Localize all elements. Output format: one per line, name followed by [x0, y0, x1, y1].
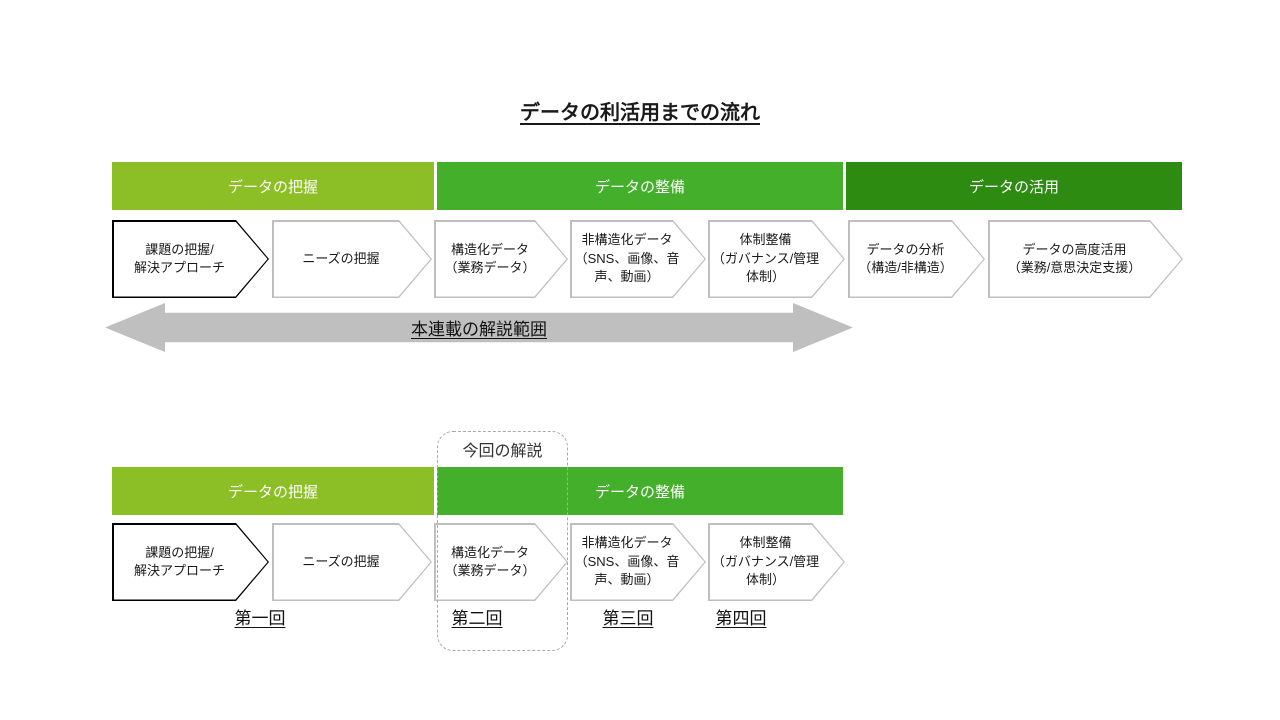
episode-label-4: 第四回 — [715, 609, 767, 628]
chevron-fill — [114, 222, 268, 297]
phase-label: データの整備 — [594, 178, 685, 196]
phase-label: データの整備 — [594, 483, 685, 501]
step-label: 課題の把握/ 解決アプローチ — [133, 241, 225, 275]
top-phase-bar-utilization: データの活用 — [846, 162, 1182, 210]
bottom-phase-bar-grasp: データの把握 — [112, 467, 434, 515]
step-label: ニーズの把握 — [302, 553, 380, 569]
chevron-fill — [274, 222, 431, 297]
top-phase-bar-grasp: データの把握 — [112, 162, 434, 210]
step-label: 体制整備 （ガバナンス/管理 体制） — [711, 232, 820, 285]
step-label: 非構造化データ （SNS、画像、音 声、動画） — [574, 535, 680, 588]
top-step-problem-approach: 課題の把握/ 解決アプローチ — [112, 220, 269, 298]
series-scope-label: 本連載の解説範囲 — [411, 320, 547, 339]
bottom-step-problem-approach: 課題の把握/ 解決アプローチ — [112, 523, 269, 601]
bottom-step-unstructured-data: 非構造化データ （SNS、画像、音 声、動画） — [570, 523, 706, 601]
top-phase-bar-maintenance: データの整備 — [437, 162, 843, 210]
bottom-phase-bar-maintenance: データの整備 — [437, 467, 843, 515]
step-label: 体制整備 （ガバナンス/管理 体制） — [711, 535, 820, 588]
top-step-needs: ニーズの把握 — [272, 220, 432, 298]
chevron-fill — [850, 222, 984, 297]
chevron-fill — [436, 525, 567, 600]
step-label: 構造化データ （業務データ） — [444, 241, 536, 275]
top-step-governance: 体制整備 （ガバナンス/管理 体制） — [708, 220, 845, 298]
phase-label: データの把握 — [227, 483, 318, 501]
chevron-fill — [710, 525, 844, 600]
step-label: データの高度活用 （業務/意思決定支援） — [1007, 241, 1142, 275]
episode-label-3: 第三回 — [602, 609, 654, 628]
page-title: データの利活用までの流れ — [520, 102, 760, 124]
top-step-analysis: データの分析 （構造/非構造） — [848, 220, 985, 298]
phase-label: データの把握 — [227, 178, 318, 196]
chevron-fill — [572, 525, 705, 600]
step-label: 課題の把握/ 解決アプローチ — [133, 544, 225, 578]
chevron-fill — [572, 222, 705, 297]
chevron-fill — [436, 222, 567, 297]
bottom-step-needs: ニーズの把握 — [272, 523, 432, 601]
bottom-step-governance: 体制整備 （ガバナンス/管理 体制） — [708, 523, 845, 601]
step-label: 非構造化データ （SNS、画像、音 声、動画） — [574, 232, 680, 285]
episode-label-1: 第一回 — [234, 609, 286, 628]
chevron-fill — [710, 222, 844, 297]
current-topic-label: 今回の解説 — [462, 443, 543, 460]
episode-label-2: 第二回 — [451, 609, 503, 628]
bottom-step-structured-data: 構造化データ （業務データ） — [434, 523, 568, 601]
chevron-fill — [114, 525, 268, 600]
chevron-fill — [274, 525, 431, 600]
top-step-structured-data: 構造化データ （業務データ） — [434, 220, 568, 298]
chevron-fill — [990, 222, 1182, 297]
step-label: 構造化データ （業務データ） — [444, 544, 536, 578]
top-step-advanced-use: データの高度活用 （業務/意思決定支援） — [988, 220, 1183, 298]
phase-label: データの活用 — [968, 178, 1059, 196]
step-label: ニーズの把握 — [302, 250, 380, 266]
step-label: データの分析 （構造/非構造） — [858, 241, 953, 275]
top-step-unstructured-data: 非構造化データ （SNS、画像、音 声、動画） — [570, 220, 706, 298]
